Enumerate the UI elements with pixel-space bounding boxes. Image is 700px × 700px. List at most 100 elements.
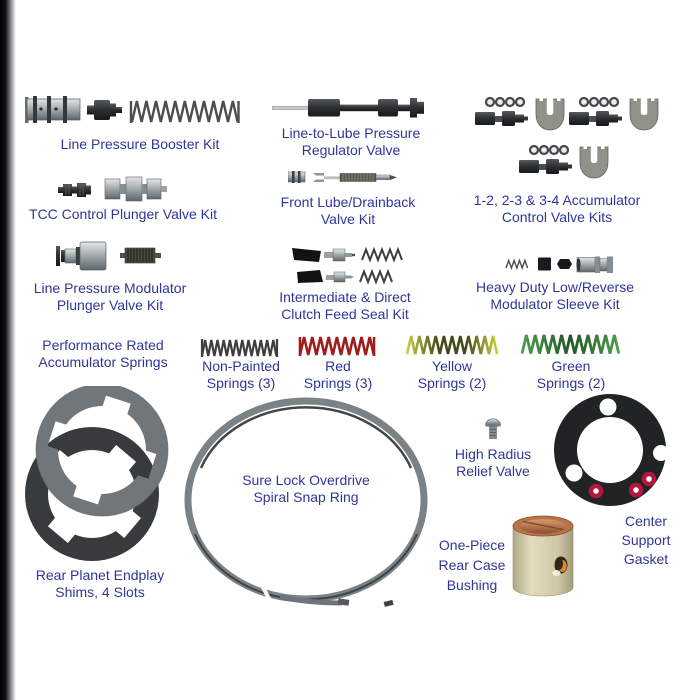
spring-icon [405, 335, 499, 355]
relief-valve-illustration [485, 418, 501, 439]
relief-valve-icon [485, 418, 501, 439]
label-line: Yellow [432, 358, 472, 374]
label-line: Valve Kit [320, 210, 376, 227]
heavy-duty-illustration [505, 256, 613, 273]
label-line: Spiral Snap Ring [253, 488, 359, 505]
label-line: Green [551, 358, 591, 374]
relief-valve-label: High Radius Relief Valve [455, 446, 531, 479]
label-line: Springs (3) [303, 374, 373, 391]
label-line: Rear Planet Endplay [35, 567, 165, 583]
spring-icon [361, 246, 403, 263]
modulator-illustration [56, 241, 161, 271]
label-line: Performance Rated [42, 337, 164, 353]
label-line: Non-Painted [202, 358, 280, 374]
spring-icon [298, 336, 376, 356]
label-line: Gasket [623, 551, 669, 567]
label-line: Modulator Sleeve Kit [490, 295, 620, 312]
label-line: Clutch Feed Seal Kit [281, 305, 409, 322]
label-line: Heavy Duty Low/Reverse [476, 279, 634, 295]
performance-springs-label: Performance Rated Accumulator Springs [38, 337, 167, 370]
label-line: Springs (3) [206, 374, 276, 391]
spring-icon [359, 268, 393, 285]
modulator-label: Line Pressure Modulator Plunger Valve Ki… [34, 280, 187, 313]
label-line: Front Lube/Drainback [280, 194, 416, 210]
small-spring-icon [505, 258, 529, 271]
sleeve-icon [576, 256, 613, 273]
label-line: Regulator Valve [301, 141, 401, 158]
gasket-illustration [554, 394, 669, 506]
label-line: High Radius [454, 446, 532, 462]
drainback-valve-icon [313, 173, 397, 182]
label-line: One-Piece [438, 537, 506, 553]
spiral-snap-ring-icon [184, 397, 428, 607]
tcc-label: TCC Control Plunger Valve Kit [29, 206, 217, 223]
label-line: Red [325, 358, 351, 374]
square-block-icon [538, 257, 551, 271]
spring-icon [200, 339, 279, 357]
clutch-feed-illustration [292, 246, 403, 285]
snap-ring-label: Sure Lock Overdrive Spiral Snap Ring [242, 472, 370, 505]
yellow-spring-label: Yellow Springs (2) [418, 358, 486, 391]
label-line: Accumulator Springs [38, 353, 168, 370]
label-line: 1-2, 2-3 & 3-4 Accumulator [473, 192, 641, 208]
green-spring-label: Green Springs (2) [537, 358, 605, 391]
bushing-illustration [512, 515, 574, 597]
tcc-illustration [58, 176, 167, 202]
plunger-icon [58, 183, 91, 197]
rear-planet-shims-illustration [25, 386, 169, 561]
scan-edge-left [0, 0, 16, 700]
green-spring-illustration [520, 334, 622, 355]
regulator-valve-icon [272, 98, 424, 118]
shims-label: Rear Planet Endplay Shims, 4 Slots [36, 567, 164, 600]
accumulator-kits-illustration [473, 94, 660, 180]
seal-icon [297, 270, 323, 283]
label-line: Relief Valve [456, 462, 530, 479]
red-spring-illustration [298, 336, 376, 356]
label-line: Intermediate & Direct [279, 289, 411, 305]
center-support-gasket-icon [554, 394, 669, 506]
spring-icon [129, 100, 240, 123]
booster-label: Line Pressure Booster Kit [61, 136, 220, 153]
control-valve-icon [104, 176, 167, 202]
red-spring-label: Red Springs (3) [304, 358, 372, 391]
label-line: Plunger Valve Kit [56, 296, 164, 313]
label-line: Line Pressure Modulator [33, 280, 187, 296]
feed-valve-icon [326, 271, 354, 283]
spring-icon [520, 334, 622, 355]
label-line: Shims, 4 Slots [55, 583, 145, 600]
label-line: Springs (2) [417, 374, 487, 391]
label-line: TCC Control Plunger Valve Kit [28, 206, 218, 222]
label-line: Rear Case [438, 557, 506, 573]
checkball-seat-icon [288, 171, 306, 183]
seal-icon [292, 248, 321, 262]
front-lube-label: Front Lube/Drainback Valve Kit [281, 194, 416, 227]
hex-plug-icon [557, 259, 572, 269]
clutch-feed-label: Intermediate & Direct Clutch Feed Seal K… [279, 289, 411, 322]
feed-valve-icon [324, 248, 355, 262]
accumulator-label: 1-2, 2-3 & 3-4 Accumulator Control Valve… [474, 192, 641, 225]
yellow-spring-illustration [405, 335, 499, 355]
label-line: Support [621, 532, 671, 548]
modulator-plunger-icon [56, 241, 107, 271]
rear-case-bushing-icon [512, 515, 574, 597]
label-line: Springs (2) [536, 374, 606, 391]
gasket-label: Center Support Gasket [621, 512, 670, 569]
non-painted-spring-illustration [200, 339, 279, 357]
label-line: Line Pressure Booster Kit [60, 136, 220, 152]
booster-valve-icon [25, 96, 81, 123]
heavy-duty-label: Heavy Duty Low/Reverse Modulator Sleeve … [476, 279, 634, 312]
bushing-label: One-Piece Rear Case Bushing [439, 535, 506, 595]
front-lube-illustration [288, 171, 397, 183]
label-line: Sure Lock Overdrive [242, 472, 370, 488]
coil-sleeve-icon [120, 247, 161, 264]
label-line: Bushing [446, 577, 498, 593]
boost-plunger-icon [87, 100, 122, 120]
line-to-lube-illustration [272, 98, 424, 118]
line-to-lube-label: Line-to-Lube Pressure Regulator Valve [282, 125, 421, 158]
gray-shim-icon [35, 386, 169, 517]
non-painted-spring-label: Non-Painted Springs (3) [202, 358, 280, 391]
label-line: Control Valve Kits [501, 208, 613, 225]
label-line: Line-to-Lube Pressure [281, 125, 421, 141]
label-line: Center [624, 513, 668, 529]
snap-ring-illustration [184, 397, 428, 607]
